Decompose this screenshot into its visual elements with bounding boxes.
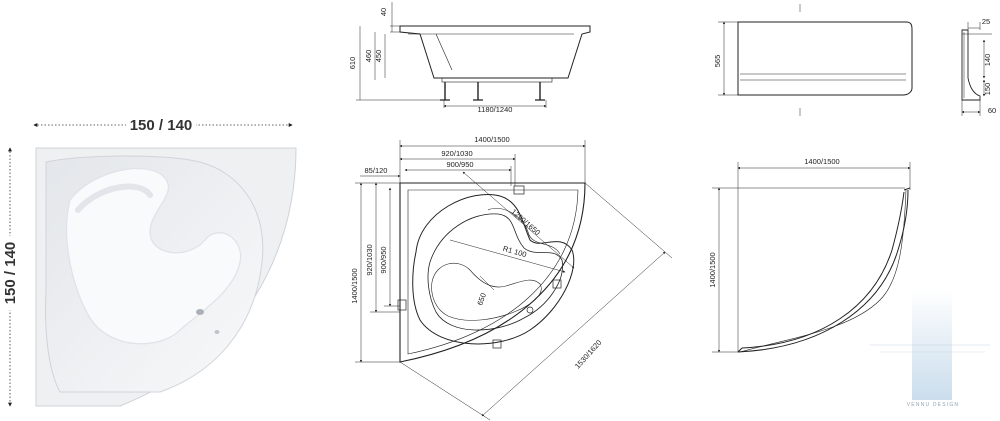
- panel-plan-dimensions: [712, 162, 911, 353]
- top-dim-diagonal: 1530/1620: [573, 338, 603, 370]
- top-dim-900-950: 900/950: [446, 160, 473, 169]
- bathtub-photo: [35, 147, 297, 407]
- panel-front-view: [737, 4, 913, 116]
- panel-plan-dim-height: 1400/1500: [708, 252, 717, 287]
- panel-plan-dim-width: 1400/1500: [804, 157, 839, 166]
- panel-profile-dim-60: 60: [988, 106, 996, 115]
- panel-profile-dim-150: 150: [983, 83, 992, 96]
- side-dim-460: 460: [364, 50, 373, 63]
- side-dim-length: 1180/1240: [478, 105, 513, 114]
- side-view-drawing: [399, 25, 591, 101]
- top-dim-h-920-1030: 920/1030: [365, 244, 374, 275]
- top-dim-height: 1400/1500: [350, 268, 359, 303]
- photo-width-label: 150 / 140: [130, 117, 193, 134]
- top-dim-1290-1650: 1290/1650: [509, 207, 542, 237]
- side-dim-40: 40: [379, 8, 388, 16]
- panel-front-dim-565: 565: [713, 55, 722, 68]
- top-dim-h-900-950: 900/950: [379, 246, 388, 273]
- top-view-drawing: [397, 182, 586, 363]
- panel-plan-view: [737, 187, 911, 353]
- top-dim-650: 650: [475, 292, 488, 307]
- top-dim-radius: R1 100: [502, 244, 528, 259]
- top-dim-920-1030: 920/1030: [441, 149, 472, 158]
- panel-profile-dimensions: [961, 22, 992, 116]
- panel-profile-view: [961, 29, 981, 101]
- side-dim-450: 450: [374, 50, 383, 63]
- side-dim-610: 610: [348, 57, 357, 70]
- panel-front-dimensions: [718, 21, 738, 96]
- panel-profile-dim-25: 25: [982, 17, 990, 26]
- side-view-dimensions: [356, 2, 547, 108]
- photo-height-label: 150 / 140: [2, 242, 19, 305]
- panel-profile-dim-140: 140: [983, 54, 992, 67]
- watermark-logo: [870, 290, 990, 400]
- top-dim-85-120: 85/120: [365, 166, 388, 175]
- watermark-text: VENNU DESIGN: [907, 402, 959, 408]
- top-dim-width: 1400/1500: [474, 135, 509, 144]
- top-view-dimensions: [355, 140, 673, 421]
